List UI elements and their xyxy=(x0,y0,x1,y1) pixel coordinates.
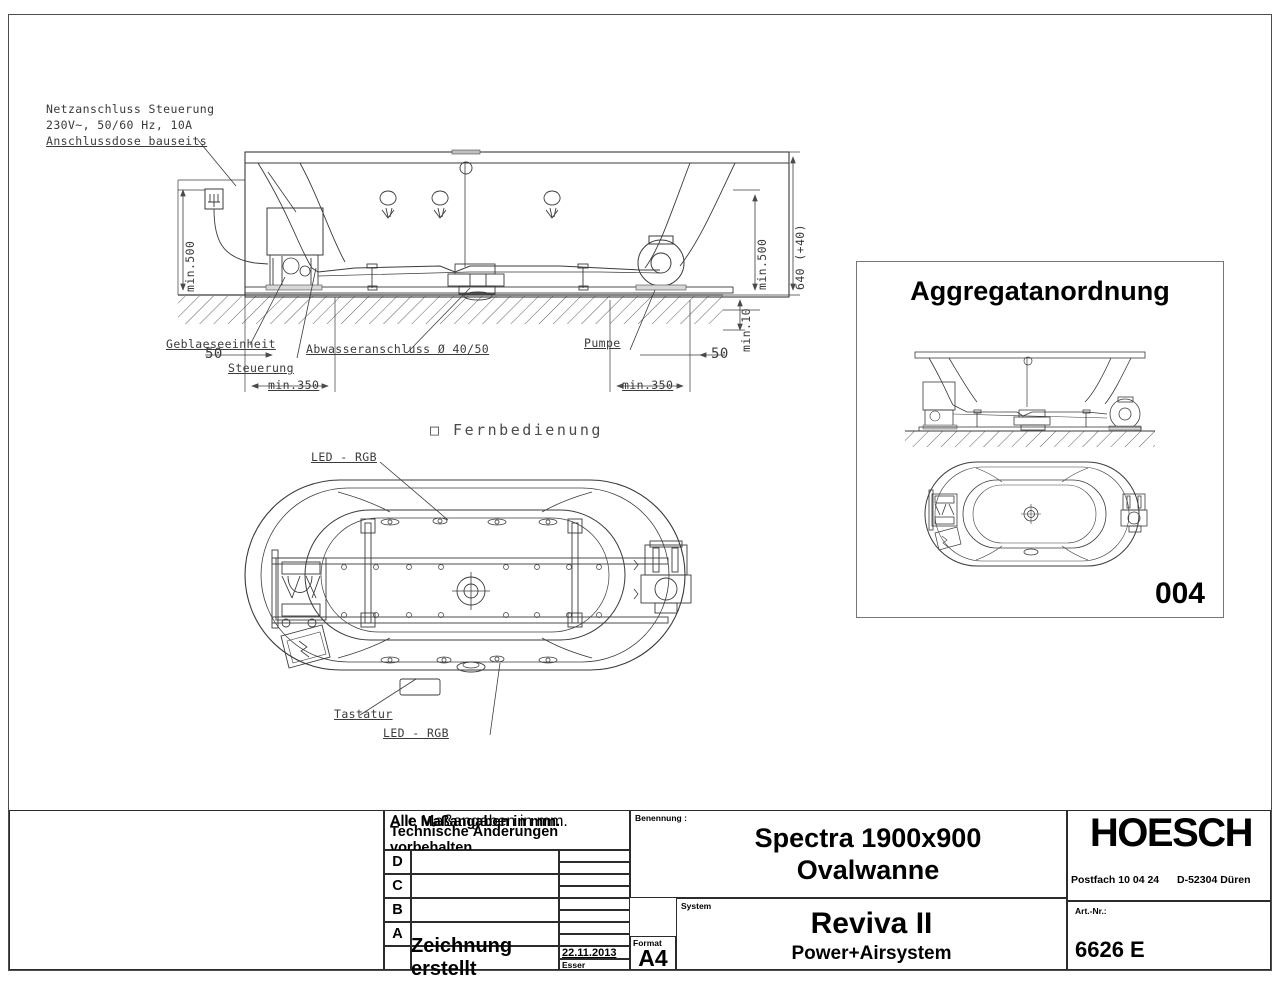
created-label-cell xyxy=(411,946,559,970)
benennung-label: Benennung : xyxy=(635,813,687,823)
hoesch-logo: HOESCH xyxy=(1089,811,1254,855)
label-power-supply-line3: Anschlussdose bauseits xyxy=(46,134,208,148)
art-nr-value: 6626 E xyxy=(1075,937,1145,962)
notes-cell xyxy=(384,810,630,850)
rev-row-d-desc xyxy=(411,850,559,874)
company-cell xyxy=(1067,810,1271,901)
label-blower-unit: Geblaeseeinheit xyxy=(166,337,276,351)
notes-line2-text: Technische Änderungen vorbehalten xyxy=(390,823,559,856)
benennung-line1: Spectra 1900x900 xyxy=(754,822,982,853)
art-nr-label: Art.-Nr.: xyxy=(1075,906,1107,916)
company-address-2: D-52304 Düren xyxy=(1177,874,1251,886)
aggregate-panel-linework xyxy=(905,351,1155,567)
notes-line1: Alle Maßangaben in mm. xyxy=(390,812,568,830)
aggregate-panel-title: Aggregatanordnung xyxy=(910,276,1170,306)
dim-min-500-right: min.500 xyxy=(755,238,769,290)
rev-letter-d: D xyxy=(392,854,403,870)
title-block: Alle Maßangaben in mm. Alle Maßangaben i… xyxy=(9,810,1271,980)
rev-row-c-date xyxy=(559,874,630,886)
system-label: System xyxy=(681,901,712,911)
rev-row-a-name xyxy=(559,934,630,946)
rev-row-d-letter xyxy=(384,850,411,874)
notes-line1-text: Alle Maßangaben in mm. xyxy=(390,813,560,830)
label-control-unit: Steuerung xyxy=(228,361,294,375)
label-power-supply-line2: 230V~, 50/60 Hz, 10A xyxy=(46,118,193,132)
rev-row-b-name xyxy=(559,910,630,922)
rev-letter-a: A xyxy=(392,926,403,942)
label-keypad: Tastatur xyxy=(334,707,393,721)
rev-row-b-letter xyxy=(384,898,411,922)
rev-row-a-desc xyxy=(411,922,559,946)
label-power-supply-line1: Netzanschluss Steuerung xyxy=(46,102,215,116)
title-block-empty-area xyxy=(9,810,384,970)
system-line2: Power+Airsystem xyxy=(791,943,952,964)
benennung-cell xyxy=(630,810,1067,898)
dim-min-10: min.10 xyxy=(739,308,753,352)
dim-height-total: 640 (+40) xyxy=(793,224,807,290)
created-date-cell xyxy=(559,946,630,959)
rev-row-c-letter xyxy=(384,874,411,898)
rev-letter-c: C xyxy=(392,878,403,894)
created-label: Zeichnung erstellt xyxy=(411,935,513,980)
rev-row-c-name xyxy=(559,886,630,898)
created-blank-cell xyxy=(384,946,411,970)
rev-row-d-name xyxy=(559,862,630,874)
dim-50-left: 50 xyxy=(205,346,223,362)
label-pump: Pumpe xyxy=(584,336,621,350)
format-label: Format xyxy=(633,937,662,948)
dim-50-right: 50 xyxy=(711,346,729,362)
label-remote-control: □ Fernbedienung xyxy=(430,421,603,439)
created-author: Esser xyxy=(562,959,586,970)
system-cell xyxy=(676,898,1067,970)
label-led-rgb-bottom: LED - RGB xyxy=(383,726,449,740)
label-waste-connection: Abwasseranschluss Ø 40/50 xyxy=(306,342,490,356)
art-nr-cell xyxy=(1067,901,1271,970)
dim-min-350-left: min.350 xyxy=(268,378,320,392)
aggregate-panel-number: 004 xyxy=(1154,577,1205,610)
rev-letter-b: B xyxy=(392,902,403,918)
format-value: A4 xyxy=(638,944,668,971)
format-cell xyxy=(630,936,676,970)
dim-min-500-left: min.500 xyxy=(183,240,197,292)
rev-row-c-desc xyxy=(411,874,559,898)
rev-row-a-date xyxy=(559,922,630,934)
created-date: 22.11.2013 xyxy=(562,946,617,959)
aggregate-arrangement-panel: Aggregatanordnung 004 xyxy=(856,261,1224,618)
label-led-rgb-top: LED - RGB xyxy=(311,450,377,464)
dim-min-350-right: min.350 xyxy=(622,378,674,392)
rev-row-a-letter xyxy=(384,922,411,946)
drawing-frame-border xyxy=(8,14,1272,971)
created-author-cell xyxy=(559,959,630,970)
company-address-1: Postfach 10 04 24 xyxy=(1071,874,1160,886)
rev-row-b-desc xyxy=(411,898,559,922)
benennung-line2: Ovalwanne xyxy=(796,854,940,885)
system-line1: Reviva II xyxy=(810,907,933,940)
rev-row-b-date xyxy=(559,898,630,910)
rev-row-d-date xyxy=(559,850,630,862)
